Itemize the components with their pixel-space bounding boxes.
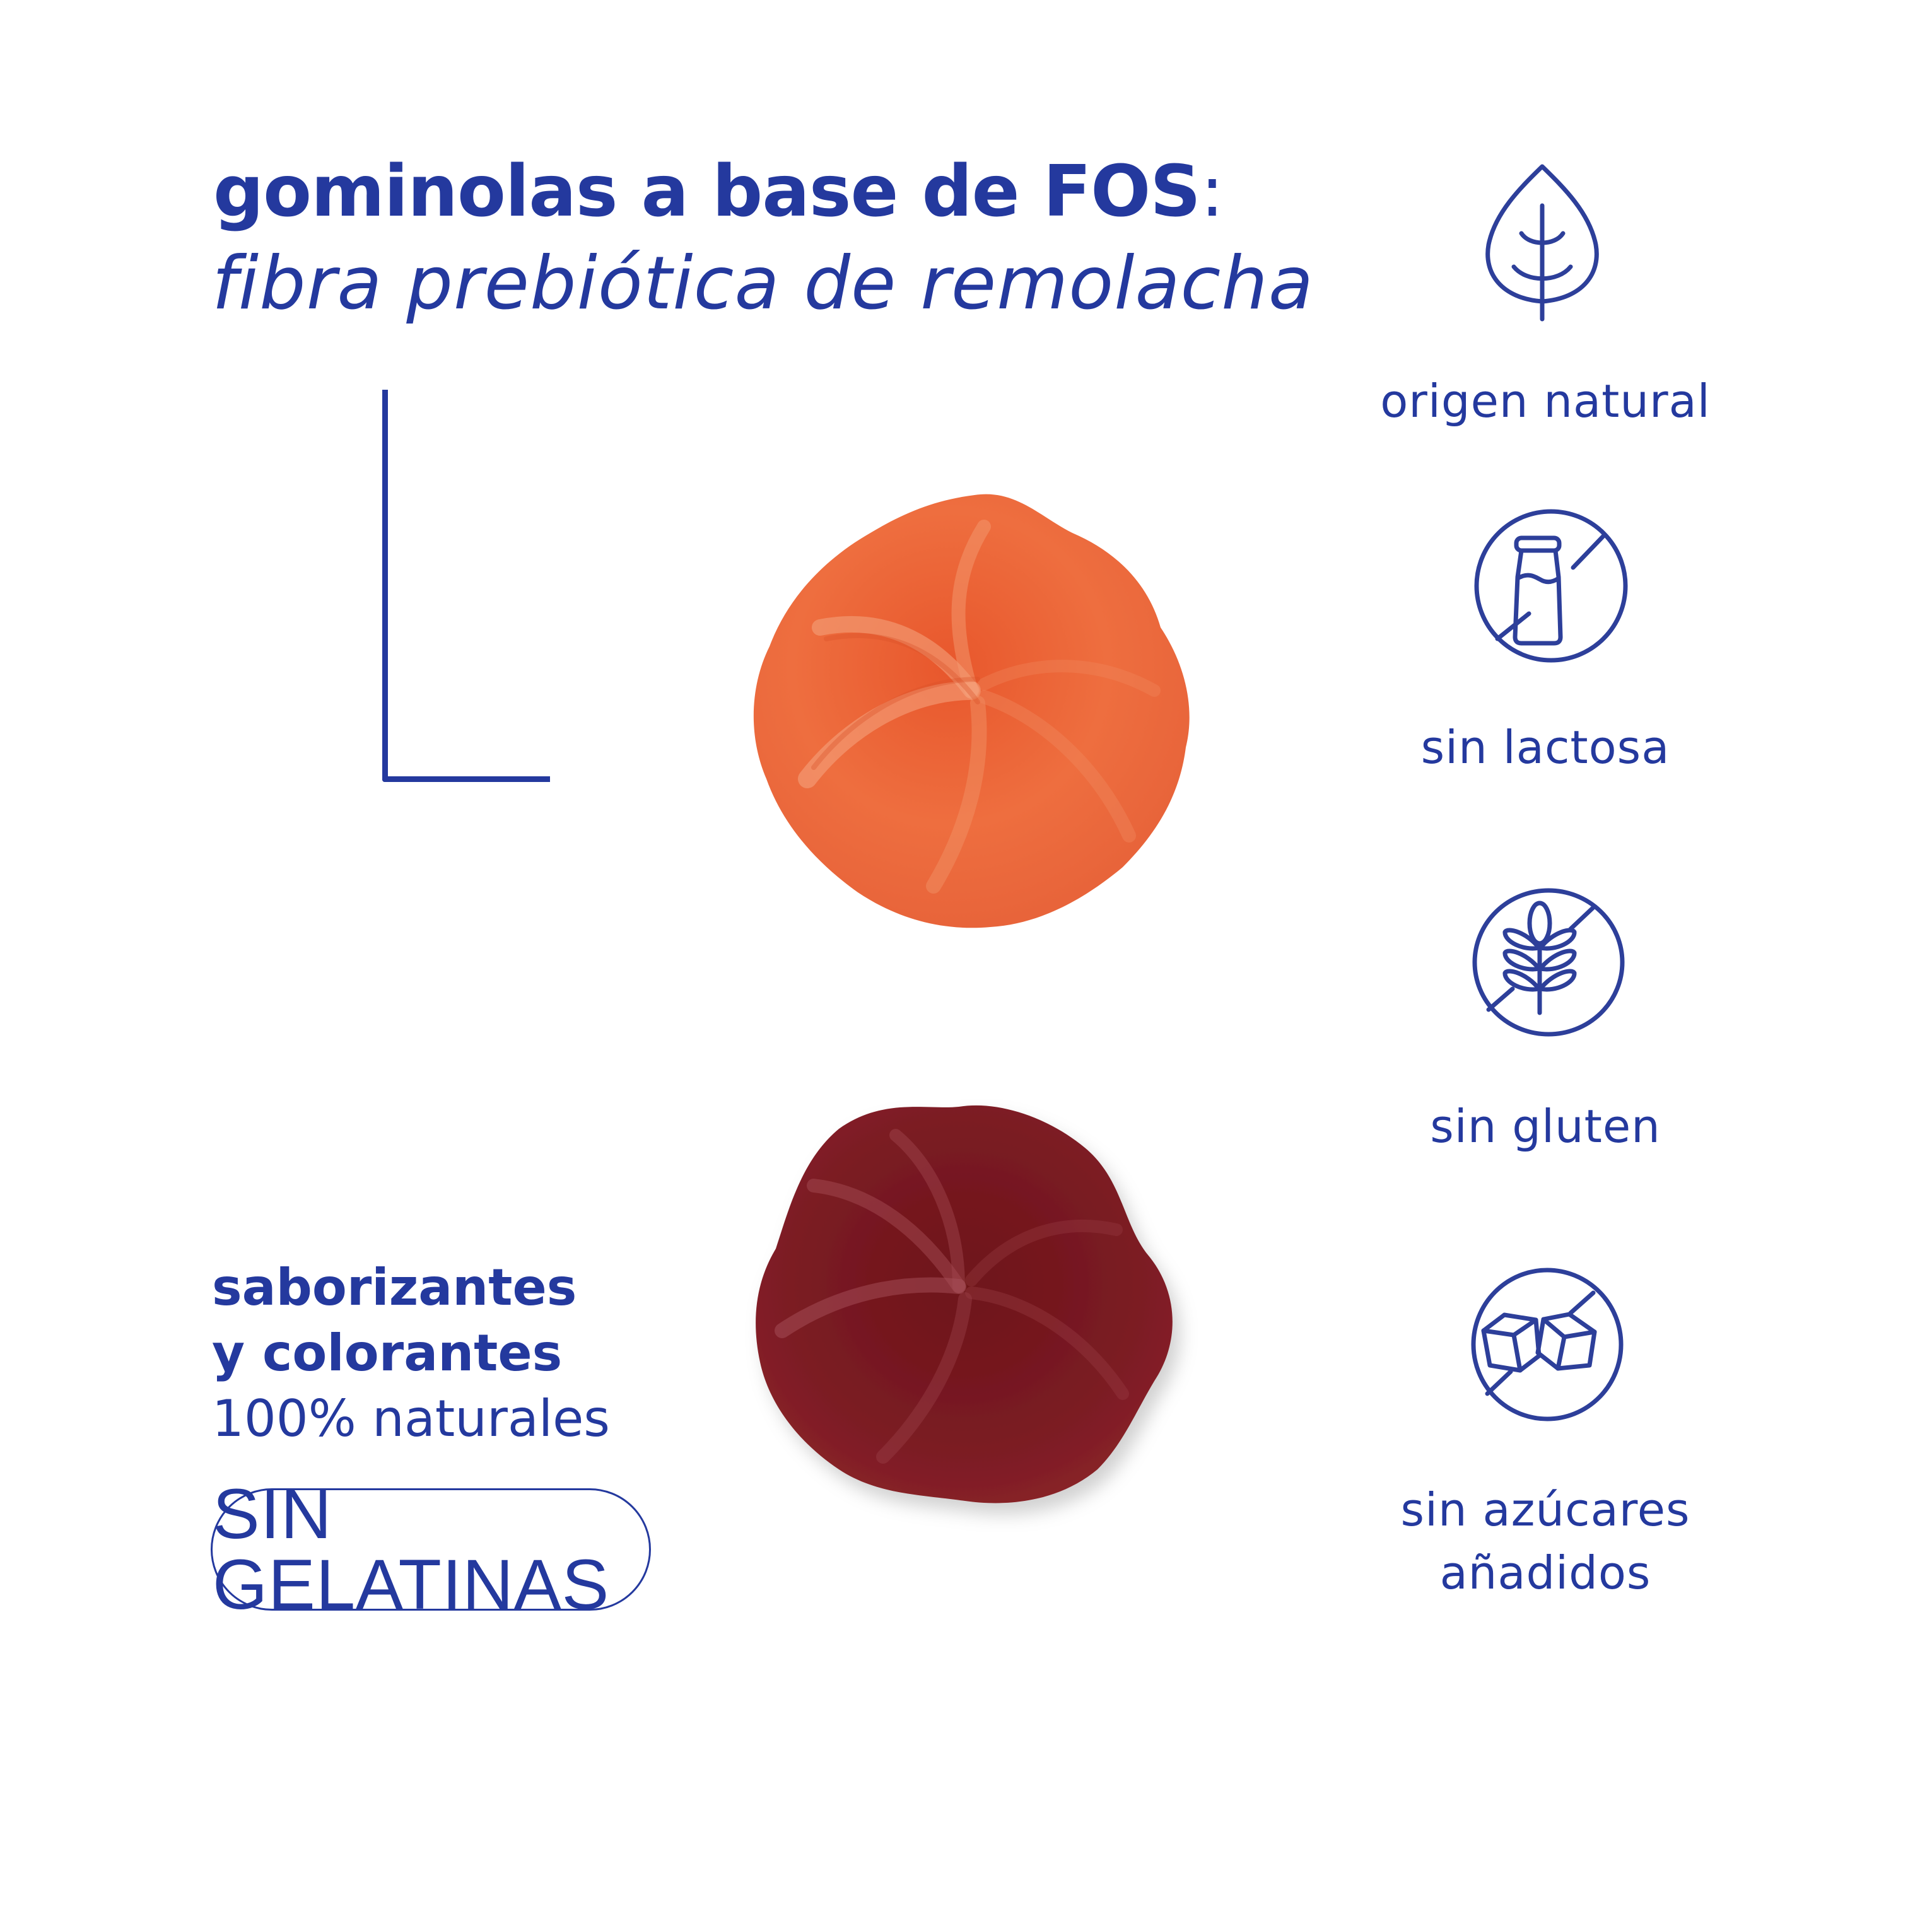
feature-sin-azucares: sin azúcares añadidos [1325,1478,1766,1604]
no-sugar-cubes-icon [1471,1268,1624,1421]
subheadline: fibra prebiótica de remolacha [212,241,1314,326]
feature-label: sin lactosa [1420,721,1670,774]
ingredients-claim: saborizantes y colorantes 100% naturales [212,1255,610,1452]
feature-label: sin gluten [1430,1100,1661,1153]
claim-line-3: 100% naturales [212,1389,610,1448]
no-wheat-icon [1472,888,1625,1037]
headline-text: gominolas a base de FOS [213,151,1201,233]
red-gummy-image [756,1105,1173,1503]
claim-line-1: saborizantes [212,1258,577,1317]
feature-sin-lactosa: sin lactosa [1325,716,1766,779]
claim-line-2: y colorantes [212,1324,563,1382]
feature-label-line-1: sin azúcares [1400,1483,1690,1536]
feature-sin-gluten: sin gluten [1325,1095,1766,1158]
feature-label: origen natural [1380,375,1711,428]
badge-label: SIN GELATINAS [213,1474,610,1624]
no-milk-bottle-icon [1474,509,1628,663]
feature-label-line-2: añadidos [1439,1546,1651,1599]
headline: gominolas a base de FOS: [213,156,1224,227]
decorative-corner-bracket [382,390,550,782]
orange-gummy-image [753,494,1190,928]
leaf-icon [1485,164,1599,322]
feature-origen-natural: origen natural [1325,370,1766,433]
sin-gelatinas-badge: SIN GELATINAS [211,1479,651,1620]
headline-colon: : [1200,151,1224,233]
